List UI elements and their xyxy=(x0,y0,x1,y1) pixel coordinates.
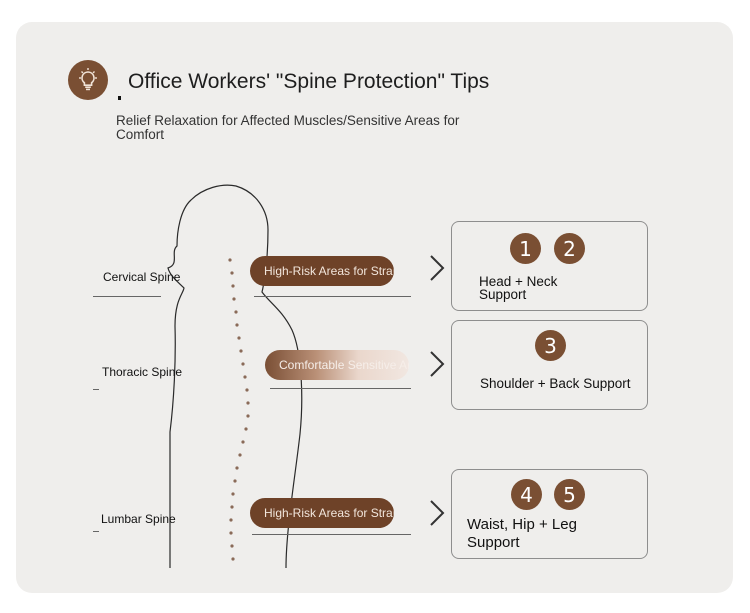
pill-underline xyxy=(252,534,411,535)
step-number-badge: 4 xyxy=(511,479,542,510)
page-subtitle: Relief Relaxation for Affected Muscles/S… xyxy=(116,113,460,142)
support-label: Waist, Hip + Leg Support xyxy=(467,516,577,551)
region-underline xyxy=(93,389,99,390)
title-mark xyxy=(118,96,121,100)
region-underline xyxy=(93,296,161,297)
support-box-head-neck xyxy=(451,221,648,311)
strain-area-pill: High-Risk Areas for Strain xyxy=(250,498,394,528)
region-label-lumbar: Lumbar Spine xyxy=(101,512,176,526)
lightbulb-icon xyxy=(68,60,108,100)
region-underline xyxy=(93,531,99,532)
support-box-waist-hip-leg xyxy=(451,469,648,559)
chevron-right-icon xyxy=(430,255,445,281)
step-number-badge: 2 xyxy=(554,233,585,264)
pill-underline xyxy=(270,388,411,389)
region-label-cervical: Cervical Spine xyxy=(103,270,181,284)
sensitive-area-pill: Comfortable Sensitive Areas xyxy=(265,350,409,380)
pill-underline xyxy=(254,296,411,297)
strain-area-pill: High-Risk Areas for Strain xyxy=(250,256,394,286)
step-number-badge: 3 xyxy=(535,330,566,361)
chevron-right-icon xyxy=(430,500,445,526)
step-number-badge: 5 xyxy=(554,479,585,510)
region-label-thoracic: Thoracic Spine xyxy=(102,365,183,379)
support-label: Head + Neck Support xyxy=(479,274,558,302)
support-label: Shoulder + Back Support xyxy=(480,376,631,391)
chevron-right-icon xyxy=(430,351,445,377)
page-title: Office Workers' "Spine Protection" Tips xyxy=(128,70,490,93)
spine-dots xyxy=(228,258,250,561)
step-number-badge: 1 xyxy=(510,233,541,264)
